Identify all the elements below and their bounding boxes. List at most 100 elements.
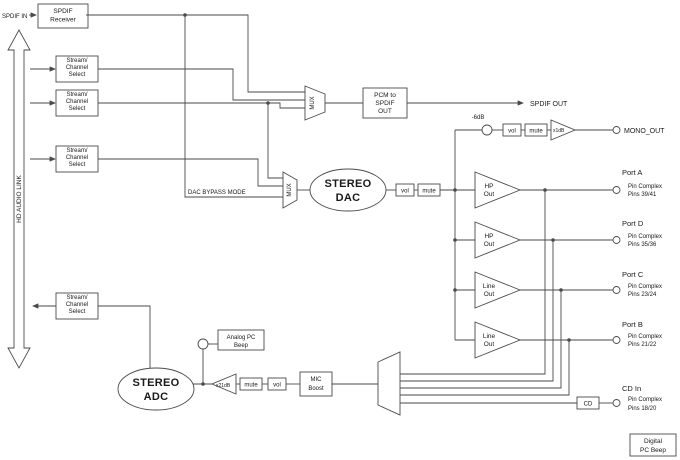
stereo-dac-ellipse xyxy=(309,168,387,212)
hp-out-label: HP xyxy=(484,183,493,190)
digital-pc-beep-box xyxy=(629,433,677,457)
cd-in: CD In Pin Complex Pins 18/20 CD xyxy=(576,384,662,412)
adc-mute-box xyxy=(239,377,263,391)
pin-numbers-label: Pins 23/24 xyxy=(628,292,657,298)
port-a: Port A Pin Complex Pins 39/41 xyxy=(612,168,662,198)
spdif-in-label: SPDIF IN xyxy=(2,14,27,20)
hp-out-label: HP xyxy=(484,233,493,240)
dac-mute-box xyxy=(417,183,441,197)
port-b: Port B Pin Complex Pins 21/22 xyxy=(612,320,662,348)
junction-dot xyxy=(266,101,270,105)
port-name: Port D xyxy=(622,219,644,228)
spdif-input: SPDIF IN SPDIF Receiver xyxy=(2,3,89,29)
junction-dot xyxy=(453,188,457,192)
hp-out-label: Out xyxy=(484,191,495,198)
junction-dot xyxy=(453,238,457,242)
pin-numbers-label: Pins 18/20 xyxy=(628,406,657,412)
junction-dot xyxy=(453,288,457,292)
spdif-receiver-box xyxy=(37,3,89,29)
mono-path: -6dB vol mute x1dB MONO_OUT xyxy=(472,115,665,141)
hp-out-amp-2 xyxy=(474,221,522,259)
stream-select-label: Channel xyxy=(66,65,88,71)
stream-select-box xyxy=(55,292,99,320)
analog-pc-beep-box xyxy=(217,329,265,351)
pin-complex-label: Pin Complex xyxy=(628,397,662,403)
mono-mute-label: mute xyxy=(529,129,543,135)
stream-select-label: Channel xyxy=(66,99,88,105)
wire-stream3-to-dacmux xyxy=(98,158,283,187)
adc-vol-label: vol xyxy=(273,383,281,389)
stereo-adc-label: STEREO xyxy=(132,377,179,389)
stream-select-label: Stream/ xyxy=(66,92,87,98)
dac-vol-label: vol xyxy=(401,189,409,195)
stream-select-label: Channel xyxy=(66,302,88,308)
pin-numbers-label: Pins 21/22 xyxy=(628,342,657,348)
line-out-amp-1 xyxy=(474,271,522,309)
junction-dot xyxy=(183,13,187,17)
adc-amp-icon xyxy=(210,373,237,395)
wire-feedback-port-c xyxy=(400,290,562,389)
port-name: CD In xyxy=(622,384,641,393)
pcm-to-spdif-label: SPDIF xyxy=(375,100,394,107)
wire-stream2-to-mux xyxy=(98,102,305,109)
analog-pc-beep-label: Beep xyxy=(234,343,249,349)
spdif-receiver-label-1: SPDIF xyxy=(53,8,72,15)
wire-feedback-port-a xyxy=(400,190,546,375)
pin-complex-label: Pin Complex xyxy=(628,234,662,240)
adc-amp-gain-label: x21dB xyxy=(216,383,231,389)
mono-vol-box xyxy=(502,123,522,137)
hd-audio-link: HD AUDIO LINK xyxy=(7,29,31,369)
stream-select-label: Stream/ xyxy=(66,58,87,64)
output-amps: HP Out HP Out Line Out Line Out xyxy=(474,171,522,359)
spdif-path: MUX PCM to SPDIF OUT SPDIF OUT xyxy=(304,85,568,121)
junction-dot xyxy=(551,238,555,242)
adc-mute-label: mute xyxy=(244,383,258,389)
port-d: Port D Pin Complex Pins 35/36 xyxy=(612,219,662,248)
pin-complex-label: Pin Complex xyxy=(628,184,662,190)
stereo-dac-label: STEREO xyxy=(324,178,371,190)
dac-mux xyxy=(282,171,298,209)
mono-mute-box xyxy=(524,123,548,137)
line-out-amp-2 xyxy=(474,321,522,359)
dac-path: MUX DAC BYPASS MODE STEREO DAC vol mute xyxy=(188,168,441,212)
port-name: Port B xyxy=(622,320,643,329)
port-c: Port C Pin Complex Pins 23/24 xyxy=(612,270,662,298)
ports: Port A Pin Complex Pins 39/41 Port D Pin… xyxy=(576,168,662,412)
beep-sum-node xyxy=(197,338,209,350)
hp-out-label: Out xyxy=(484,241,495,248)
wire-stream4-to-adc xyxy=(98,305,151,369)
mono-amp-gain-label: x1dB xyxy=(553,128,565,134)
digital-pc-beep: Digital PC Beep xyxy=(629,433,677,457)
port-a-pin xyxy=(612,186,621,194)
stream-channel-selects: Stream/ Channel Select Stream/ Channel S… xyxy=(30,55,99,320)
stream-select-2: Stream/ Channel Select xyxy=(30,89,99,117)
stream-select-4: Stream/ Channel Select xyxy=(32,292,99,320)
pcm-to-spdif-box xyxy=(362,87,408,119)
mono-amp-icon xyxy=(550,119,577,141)
stream-select-label: Stream/ xyxy=(66,295,87,301)
mono-out-pin xyxy=(612,126,621,134)
junction-dot xyxy=(567,338,571,342)
digital-pc-beep-label: Digital xyxy=(644,438,663,445)
stream-select-label: Stream/ xyxy=(66,148,87,154)
adc-vol-box xyxy=(267,377,287,391)
spdif-out-label: SPDIF OUT xyxy=(530,101,568,108)
wire-dac-bypass xyxy=(184,15,283,198)
pin-complex-label: Pin Complex xyxy=(628,334,662,340)
pin-numbers-label: Pins 35/36 xyxy=(628,242,657,248)
dac-bypass-label: DAC BYPASS MODE xyxy=(188,190,246,196)
mic-boost-box xyxy=(299,371,333,397)
dac-mute-label: mute xyxy=(422,189,436,195)
cd-box xyxy=(576,396,600,410)
dac-mux-label: MUX xyxy=(287,183,293,196)
pin-complex-label: Pin Complex xyxy=(628,284,662,290)
cd-in-pin xyxy=(612,399,621,407)
junction-dot xyxy=(201,382,205,386)
line-out-label: Line xyxy=(483,333,496,340)
port-name: Port C xyxy=(622,270,644,279)
wire-feedback-port-b xyxy=(400,340,570,396)
mono-out-label: MONO_OUT xyxy=(624,128,665,135)
hd-audio-link-label: HD AUDIO LINK xyxy=(16,175,23,223)
